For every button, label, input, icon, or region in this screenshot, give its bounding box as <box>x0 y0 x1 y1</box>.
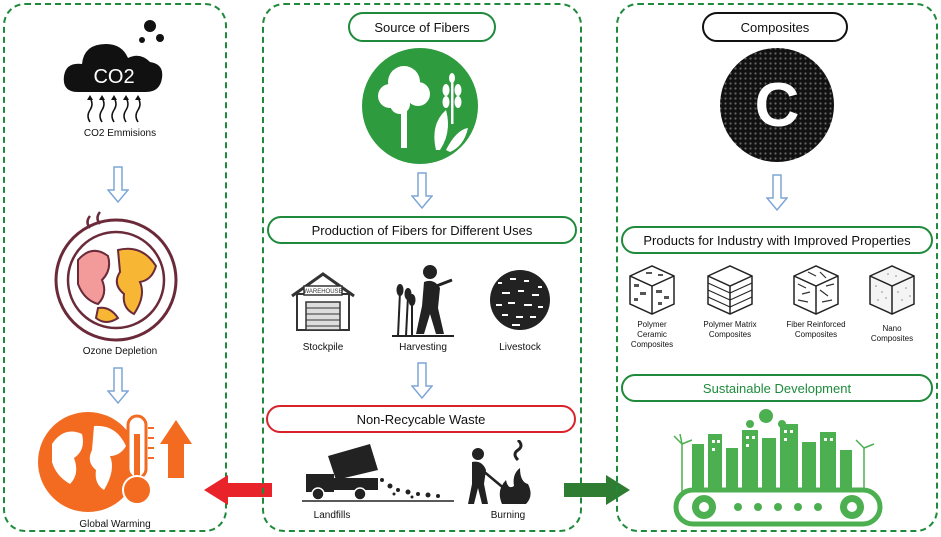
ozone-globe-icon <box>48 210 183 345</box>
polymer-matrix-composites-label: Polymer Matrix Composites <box>703 320 757 339</box>
production-of-fibers-title: Production of Fibers for Different Uses <box>267 216 577 244</box>
products-for-industry-title: Products for Industry with Improved Prop… <box>621 226 933 254</box>
matrix-composite-cube-icon <box>704 262 756 318</box>
down-arrow-icon <box>107 367 129 405</box>
burning-icon <box>462 440 542 506</box>
warehouse-icon: WAREHOUSE <box>288 270 358 332</box>
nano-composite-cube-icon <box>866 262 918 318</box>
down-arrow-icon <box>411 362 433 400</box>
composites-panel <box>616 3 938 532</box>
harvesting-label: Harvesting <box>399 342 447 353</box>
nano-composites-label: Nano Composites <box>870 324 914 343</box>
burning-label: Burning <box>490 510 526 521</box>
sustainable-city-icon <box>668 404 888 528</box>
sustainable-development-title: Sustainable Development <box>621 374 933 402</box>
harvesting-farmer-icon <box>388 262 458 338</box>
plants-circle-icon <box>360 46 480 166</box>
livestock-label: Livestock <box>499 342 541 353</box>
non-recyclable-waste-title: Non-Recycable Waste <box>266 405 576 433</box>
composites-logo-letter: C <box>755 71 800 140</box>
co2-emissions-label: CO2 Emmisions <box>83 128 157 139</box>
polymer-ceramic-composites-label: Polymer Ceramic Composites <box>630 320 674 349</box>
co2-cloud-icon: CO2 <box>60 14 180 124</box>
fibers-panel <box>262 3 582 532</box>
co2-cloud-text: CO2 <box>93 66 134 88</box>
stockpile-label: Stockpile <box>302 342 344 353</box>
source-of-fibers-title: Source of Fibers <box>348 12 496 42</box>
fiber-reinforced-composites-label: Fiber Reinforced Composites <box>786 320 846 339</box>
ceramic-composite-cube-icon <box>626 262 678 318</box>
impact-panel <box>3 3 227 532</box>
global-warming-icon <box>30 404 205 514</box>
composites-title: Composites <box>702 12 848 42</box>
warehouse-sign-text: WAREHOUSE <box>303 289 342 295</box>
green-right-arrow-icon <box>562 473 632 507</box>
ozone-depletion-label: Ozone Depletion <box>82 346 158 357</box>
fiber-reinforced-cube-icon <box>790 262 842 318</box>
red-left-arrow-icon <box>202 473 274 507</box>
landfill-truck-icon <box>298 440 458 506</box>
global-warming-label: Global Warming <box>79 519 151 530</box>
down-arrow-icon <box>766 174 788 212</box>
composites-logo-icon: C <box>718 46 836 164</box>
down-arrow-icon <box>411 172 433 210</box>
landfills-label: Landfills <box>313 510 351 521</box>
livestock-icon <box>488 268 552 332</box>
down-arrow-icon <box>107 166 129 204</box>
